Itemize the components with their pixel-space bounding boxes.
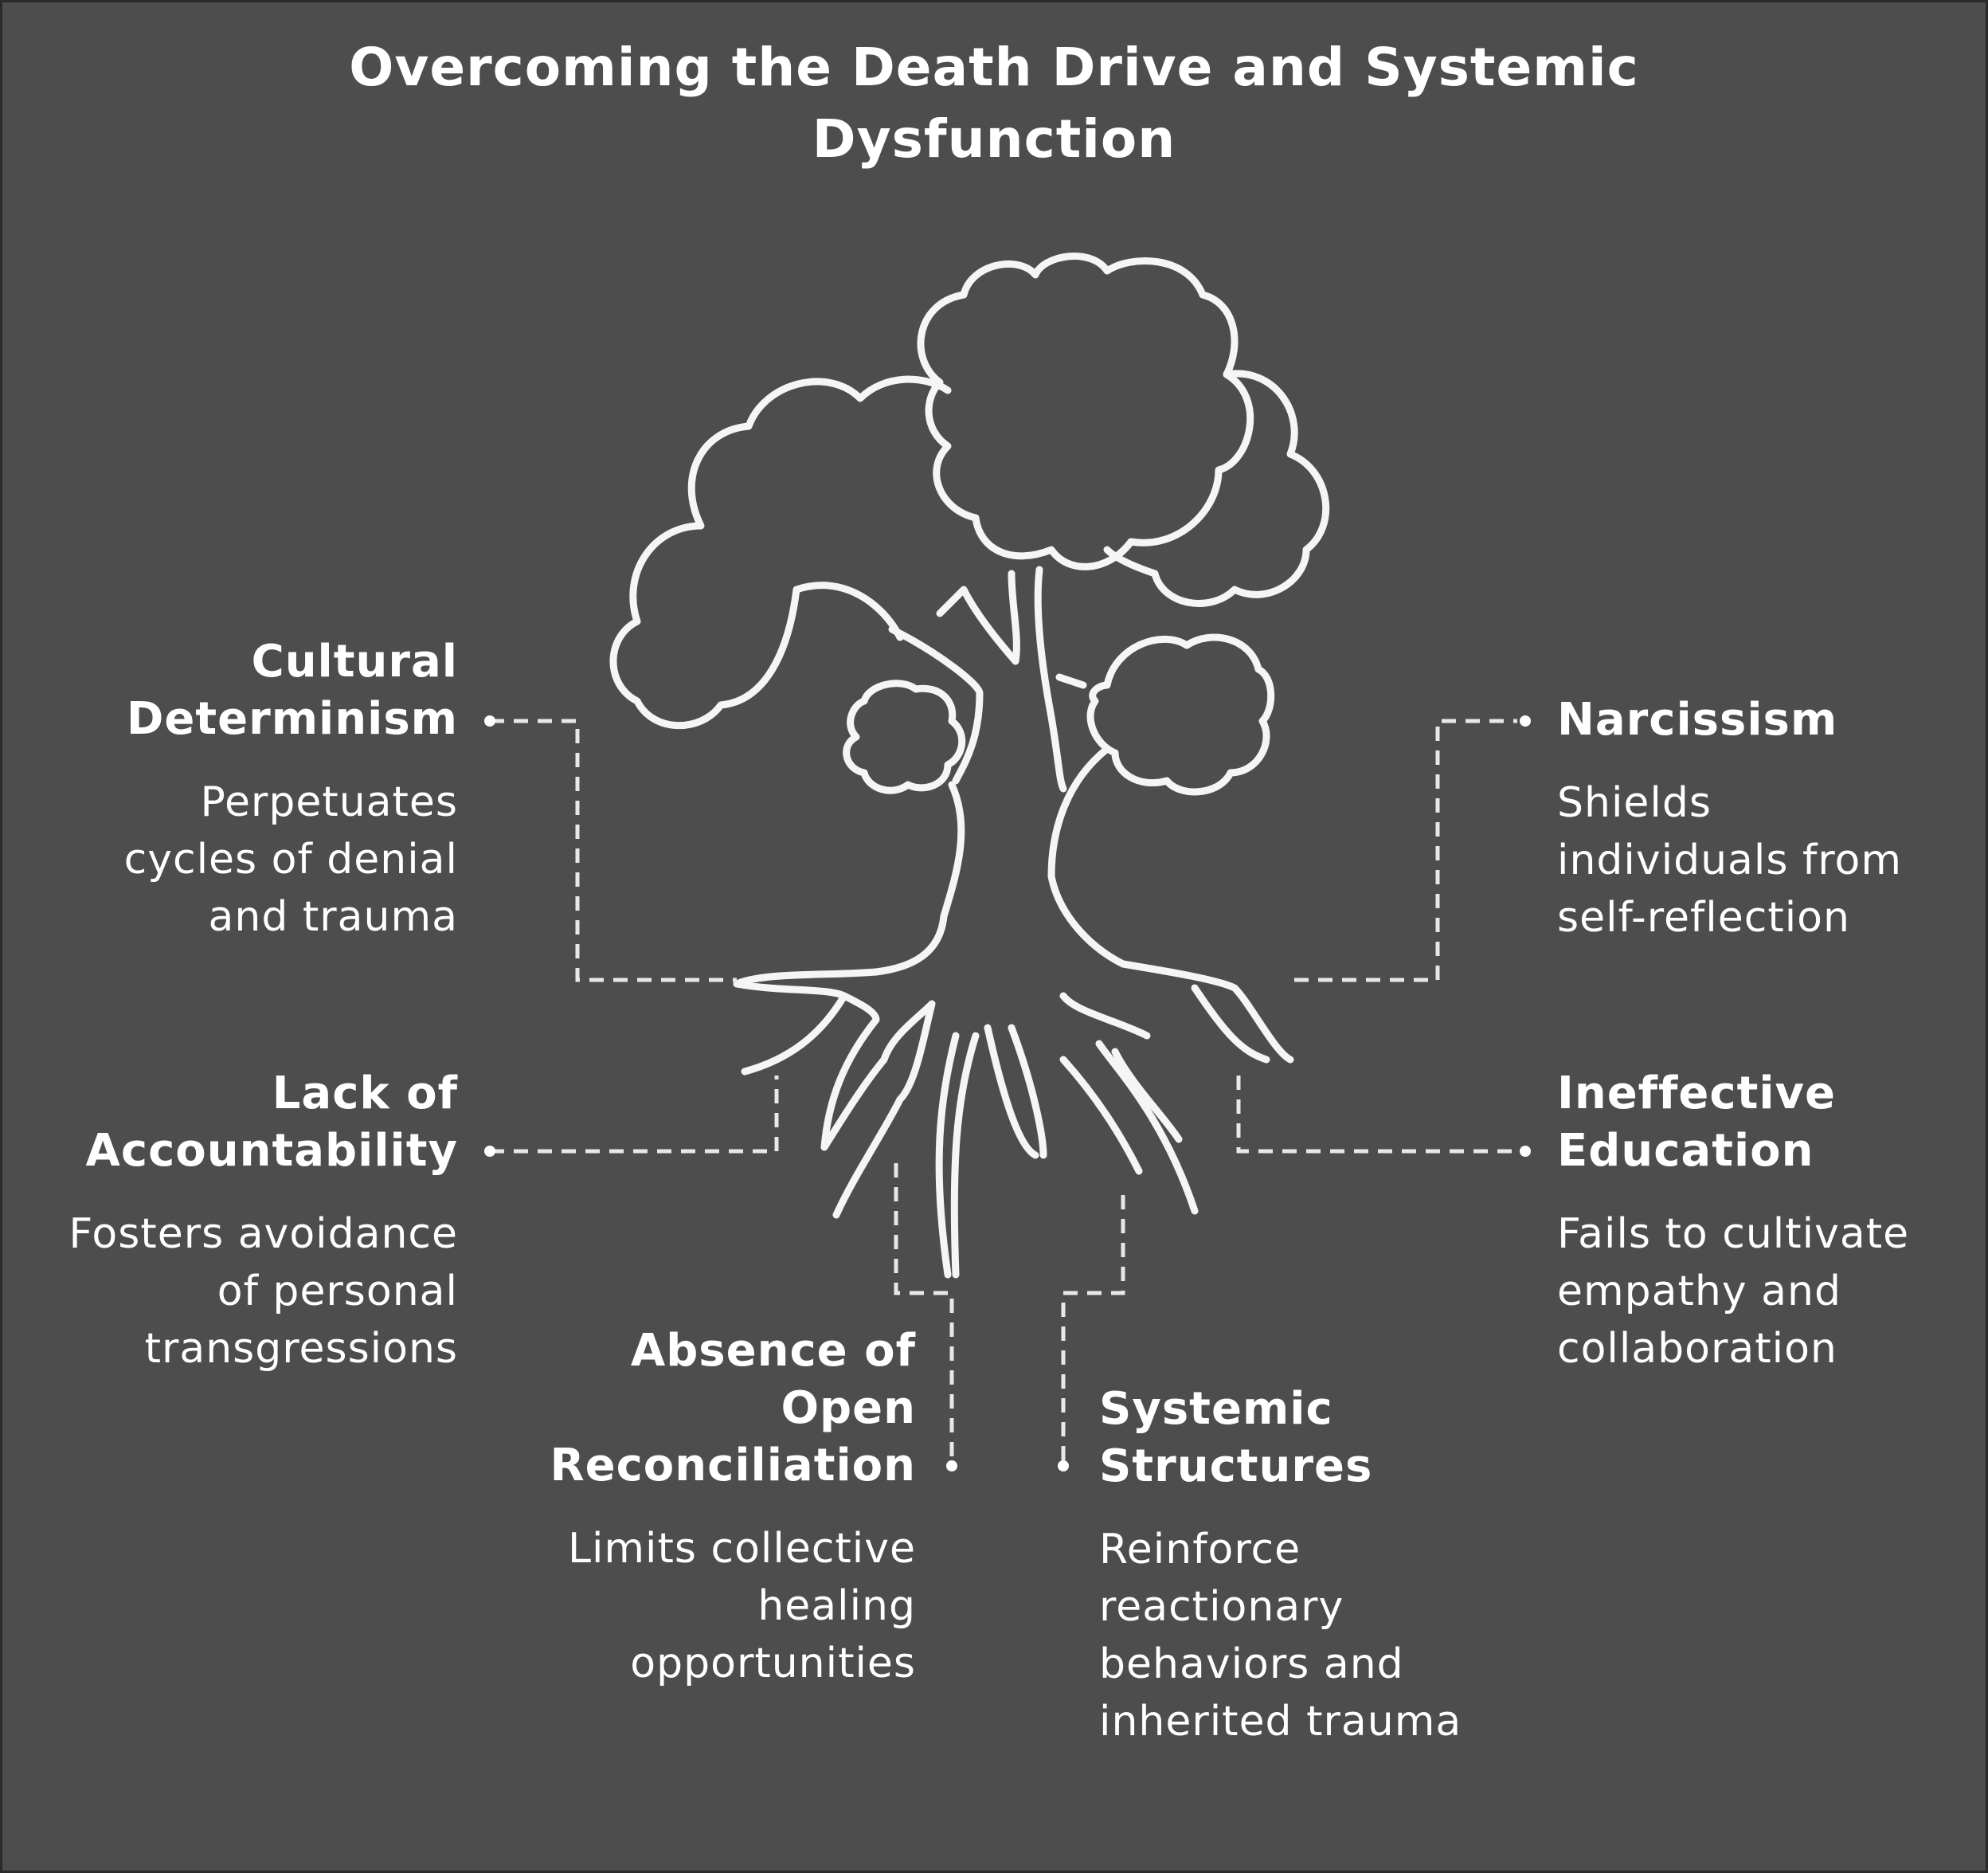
node-heading: Cultural Determinism	[126, 636, 458, 745]
connector-lack-of-accountability	[490, 1076, 779, 1154]
node-heading: Ineffective Education	[1557, 1068, 1837, 1177]
node-description: Fosters avoidance of personal transgress…	[68, 1210, 458, 1373]
connector-dots	[484, 715, 1531, 1471]
tree-canopy-small-right	[1086, 633, 1275, 796]
node-cultural-determinism: Cultural Determinism Perpetuates cycles …	[64, 633, 458, 946]
tree-canopy-top	[917, 253, 1254, 570]
connector-dot	[484, 715, 495, 727]
tree-trunk	[872, 566, 1127, 976]
connector-dot	[1520, 1146, 1531, 1157]
connectors	[490, 719, 1517, 1466]
node-description: Limits collective healing opportunities	[567, 1525, 916, 1687]
connector-narcissism	[1294, 719, 1517, 982]
node-heading: Lack of Accountability	[85, 1068, 458, 1177]
connector-ineffective-education	[1236, 1076, 1517, 1154]
node-systemic-structures: Systemic Structures Reinforce reactionar…	[1099, 1381, 1497, 1750]
tree-canopy-right	[1103, 370, 1330, 607]
node-description: Shields individuals from self-reflection	[1557, 779, 1902, 942]
connector-dot	[484, 1146, 495, 1157]
diagram-title: Overcoming the Death Drive and Systemic …	[349, 37, 1639, 170]
tree-icon	[609, 253, 1330, 1279]
node-heading: Systemic Structures	[1099, 1383, 1373, 1492]
node-heading: Narcissism	[1557, 694, 1838, 746]
connector-dot	[1520, 715, 1531, 727]
node-description: Fails to cultivate empathy and collabora…	[1557, 1210, 1910, 1373]
node-narcissism: Narcissism Shields individuals from self…	[1557, 692, 1939, 946]
node-lack-of-accountability: Lack of Accountability Fosters avoidance…	[64, 1065, 458, 1377]
tree-canopy-small-left	[843, 680, 966, 794]
connector-dot	[946, 1460, 957, 1471]
connector-dot	[1058, 1460, 1069, 1471]
node-absence-of-open-reconciliation: Absence of Open Reconciliation Limits co…	[530, 1322, 916, 1692]
tree-canopy-left	[609, 375, 952, 730]
connector-absence-of-open-reconciliation	[894, 1163, 954, 1466]
connector-cultural-determinism	[490, 719, 737, 982]
tree-roots	[733, 960, 1294, 1279]
node-description: Reinforce reactionary behaviors and inhe…	[1099, 1526, 1462, 1746]
connector-systemic-structures	[1061, 1195, 1125, 1466]
node-description: Perpetuates cycles of denial and trauma	[123, 778, 458, 941]
node-ineffective-education: Ineffective Education Fails to cultivate…	[1557, 1065, 1955, 1377]
node-heading: Absence of Open Reconciliation	[550, 1325, 916, 1491]
